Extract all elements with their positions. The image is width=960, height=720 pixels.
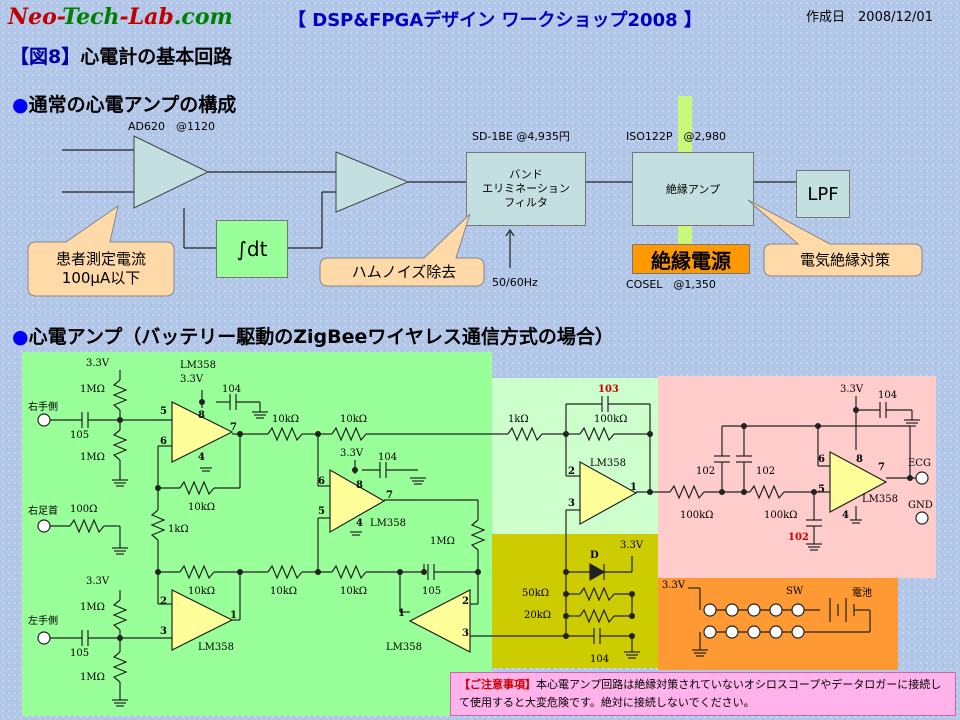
r10k-label-5: 10kΩ: [270, 586, 297, 597]
r1m-label-4: 1MΩ: [80, 672, 105, 683]
c105-label-1: 105: [70, 430, 89, 441]
right-hand-label: 右手側: [28, 400, 58, 413]
r100k-label-3: 100kΩ: [764, 510, 797, 521]
integrator-block: ∫dt: [216, 220, 288, 278]
c104-label-2: 104: [378, 452, 397, 463]
pin-label: 7: [386, 490, 393, 501]
section1-title: ●通常の心電アンプの構成: [12, 94, 237, 116]
pin-label: 4: [356, 518, 363, 529]
opamp-label-2: LM358: [198, 642, 234, 653]
sd1be-label: SD-1BE @4,935円: [472, 130, 570, 143]
r100k-label-2: 100kΩ: [680, 510, 713, 521]
pin-label: 3: [160, 626, 167, 637]
c104-label-3: 104: [590, 654, 609, 665]
left-hand-label: 左手側: [28, 614, 58, 627]
pin-label: 2: [160, 596, 167, 607]
pin-label: 5: [318, 506, 325, 517]
iso122p-label: ISO122P @2,980: [626, 130, 727, 143]
r1m-label-5: 1MΩ: [430, 536, 455, 547]
pin-label: 8: [856, 454, 863, 465]
r1m-label-1: 1MΩ: [80, 384, 105, 395]
r10k-label-1: 10kΩ: [272, 414, 299, 425]
pin-label: 1: [230, 610, 237, 621]
v33-label-7: 3.3V: [662, 580, 686, 591]
band-elimination-filter-block: バンドエリミネーションフィルタ: [466, 152, 586, 226]
r10k-label-3: 10kΩ: [188, 502, 215, 513]
v33-label-1: 3.3V: [86, 358, 110, 369]
r100-label: 100Ω: [70, 504, 97, 515]
opamp-label-1: LM358: [180, 360, 216, 371]
section2-title: ●心電アンプ（バッテリー駆動のZigBeeワイヤレス通信方式の場合）: [12, 326, 614, 348]
c105-label-3: 105: [422, 586, 441, 597]
v33-label-4: 3.3V: [340, 448, 364, 459]
ad620-label: AD620 @1120: [128, 120, 215, 133]
pin-label: 1: [398, 608, 405, 619]
c102-label-2: 102: [756, 466, 775, 477]
pin-label: 8: [198, 410, 205, 421]
v33-label-6: 3.3V: [840, 384, 864, 395]
pin-label: 7: [230, 422, 237, 433]
opamp-label-5: LM358: [590, 458, 626, 469]
battery-label: 電池: [852, 586, 872, 599]
creation-date: 作成日 2008/12/01: [806, 10, 933, 25]
pin-label: 3: [462, 628, 469, 639]
c104-label-4: 104: [878, 390, 897, 401]
c102-label-1: 102: [696, 466, 715, 477]
pin-label: 2: [462, 596, 469, 607]
r1m-label-2: 1MΩ: [80, 452, 105, 463]
v33-label-3: 3.3V: [180, 374, 204, 385]
r10k-label-6: 10kΩ: [340, 586, 367, 597]
c105-label-2: 105: [70, 648, 89, 659]
pin-label: 6: [318, 476, 325, 487]
cosel-label: COSEL @1,350: [626, 278, 716, 291]
c103-label: 103: [598, 384, 619, 395]
isolated-power-block: 絶縁電源: [632, 244, 750, 274]
safety-notice: 【ご注意事項】本心電アンプ回路は絶縁対策されていないオシロスコープやデータロガー…: [450, 672, 956, 716]
pin-label: 3: [568, 498, 575, 509]
pin-label: 5: [818, 484, 825, 495]
opamp-label-4: LM358: [386, 642, 422, 653]
figure-title: 【図8】心電計の基本回路: [10, 46, 233, 68]
opamp-label-3: LM358: [370, 518, 406, 529]
r10k-label-4: 10kΩ: [188, 586, 215, 597]
r1k-label-2: 1kΩ: [508, 414, 529, 425]
pin-label: 5: [160, 406, 167, 417]
c102-label-3: 102: [788, 532, 809, 543]
ham-noise-callout: ハムノイズ除去: [351, 263, 457, 281]
pin-label: 7: [878, 462, 885, 473]
diode-label: D: [590, 550, 599, 561]
r20k-label: 20kΩ: [524, 610, 551, 621]
pin-label: 6: [818, 454, 825, 465]
r1m-label-3: 1MΩ: [80, 602, 105, 613]
insulation-callout: 電気絶縁対策: [799, 251, 890, 269]
pin-label: 4: [198, 452, 205, 463]
pin-label: 2: [568, 466, 575, 477]
ecg-label: ECG: [908, 458, 931, 469]
r50k-label: 50kΩ: [522, 588, 549, 599]
opamp-label-6: LM358: [862, 494, 898, 505]
v33-label-5: 3.3V: [620, 540, 644, 551]
v33-label-2: 3.3V: [86, 576, 110, 587]
pin-label: 4: [842, 510, 849, 521]
r10k-label-2: 10kΩ: [340, 414, 367, 425]
pin-label: 8: [356, 480, 363, 491]
site-logo: Neo-Tech-Lab.com: [8, 4, 233, 30]
lpf-block: LPF: [796, 170, 850, 218]
right-foot-label: 右足首: [28, 504, 58, 517]
isolation-amp-block: 絶縁アンプ: [632, 152, 754, 226]
pin-label: 1: [630, 482, 637, 493]
hz-label: 50/60Hz: [492, 276, 538, 289]
sw-label: SW: [786, 586, 804, 597]
pin-label: 6: [160, 436, 167, 447]
gnd-label: GND: [908, 500, 933, 511]
c104-label-1: 104: [222, 384, 241, 395]
r1k-label-1: 1kΩ: [168, 524, 189, 535]
r100k-label-1: 100kΩ: [594, 414, 627, 425]
workshop-title: 【 DSP&FPGAデザイン ワークショップ2008 】: [288, 10, 702, 31]
